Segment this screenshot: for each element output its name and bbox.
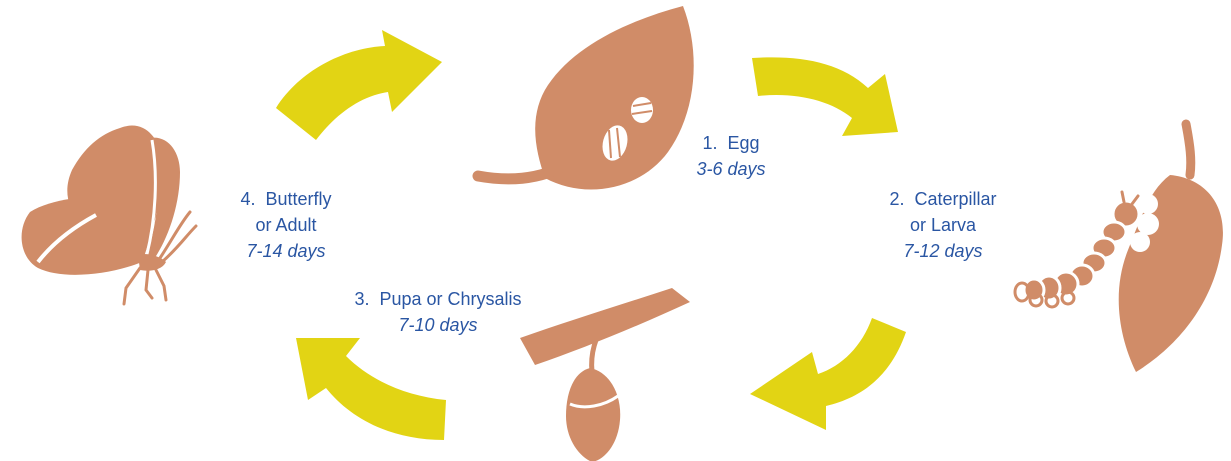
adult-stage-number: 4. xyxy=(240,189,255,209)
larva-stage-name: 2. Caterpillar xyxy=(858,186,1028,212)
egg-stage-duration: 3-6 days xyxy=(676,156,786,182)
larva-stage-title: Caterpillar xyxy=(915,189,997,209)
arrow-larva-to-pupa xyxy=(750,318,906,430)
arrow-adult-to-egg xyxy=(276,30,442,140)
pupa-stage-number: 3. xyxy=(354,289,369,309)
larva-stage-number: 2. xyxy=(889,189,904,209)
adult-stage-subtitle: or Adult xyxy=(206,212,366,238)
pupa-stage-title: Pupa or Chrysalis xyxy=(379,289,521,309)
arrow-pupa-to-adult xyxy=(296,338,446,440)
egg-stage-label: 1. Egg 3-6 days xyxy=(676,130,786,182)
leaf-with-eggs-icon xyxy=(478,6,694,190)
pupa-stage-label: 3. Pupa or Chrysalis 7-10 days xyxy=(318,286,558,338)
egg-stage-name: 1. Egg xyxy=(676,130,786,156)
larva-stage-duration: 7-12 days xyxy=(858,238,1028,264)
egg-stage-number: 1. xyxy=(702,133,717,153)
butterfly-icon xyxy=(22,126,196,304)
pupa-stage-name: 3. Pupa or Chrysalis xyxy=(318,286,558,312)
adult-stage-label: 4. Butterfly or Adult 7-14 days xyxy=(206,186,366,264)
larva-stage-label: 2. Caterpillar or Larva 7-12 days xyxy=(858,186,1028,264)
adult-stage-duration: 7-14 days xyxy=(206,238,366,264)
adult-stage-name: 4. Butterfly xyxy=(206,186,366,212)
egg-stage-title: Egg xyxy=(728,133,760,153)
adult-stage-title: Butterfly xyxy=(266,189,332,209)
larva-stage-subtitle: or Larva xyxy=(858,212,1028,238)
pupa-stage-duration: 7-10 days xyxy=(318,312,558,338)
caterpillar-on-leaf-icon xyxy=(1015,124,1223,372)
arrow-egg-to-larva xyxy=(752,57,898,136)
